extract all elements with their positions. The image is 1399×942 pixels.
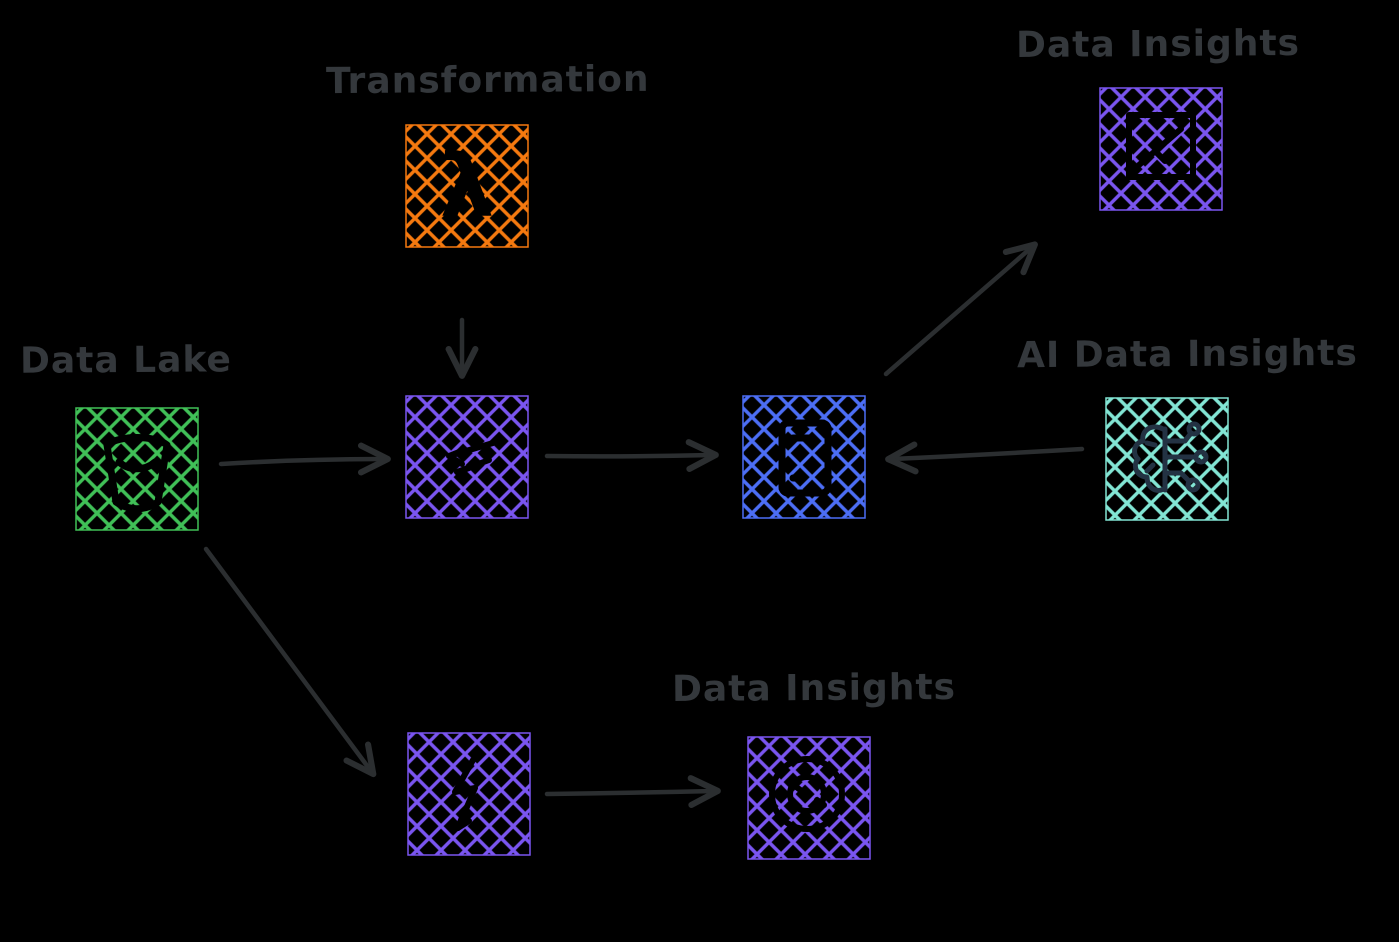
lambda-icon: λ	[440, 137, 494, 237]
brain-circuit-icon	[1132, 421, 1209, 493]
bucket-icon	[103, 434, 171, 513]
ai-data-insights-node	[1105, 397, 1229, 521]
svg-text:λ: λ	[440, 137, 494, 237]
query-icon	[452, 757, 478, 831]
ai-data-insights-label: AI Data Insights	[1016, 332, 1358, 377]
arrow-etl-to-warehouse	[544, 439, 719, 473]
chart-icon	[1126, 112, 1196, 180]
data-insights-top-node	[1099, 87, 1223, 211]
arrow-datalake-to-etl	[218, 442, 391, 476]
etl-icon	[446, 440, 496, 482]
etl-node	[405, 395, 529, 519]
data-lake-node	[75, 407, 199, 531]
arrow-query-to-insights-bottom	[544, 775, 721, 809]
transformation-label: Transformation	[325, 58, 650, 103]
transformation-node: λ	[405, 124, 529, 248]
arrow-ai-to-warehouse	[885, 441, 1085, 475]
data-insights-bottom-node	[747, 736, 871, 860]
arrow-datalake-to-query	[203, 546, 377, 778]
data-insights-bottom-label: Data Insights	[671, 667, 957, 710]
data-lake-label: Data Lake	[19, 339, 232, 382]
arrow-warehouse-to-insights-top	[883, 241, 1038, 377]
query-engine-node	[407, 732, 531, 856]
database-icon	[778, 419, 832, 497]
data-insights-top-label: Data Insights	[1015, 23, 1301, 66]
radar-icon	[769, 756, 845, 832]
data-warehouse-node	[742, 395, 866, 519]
